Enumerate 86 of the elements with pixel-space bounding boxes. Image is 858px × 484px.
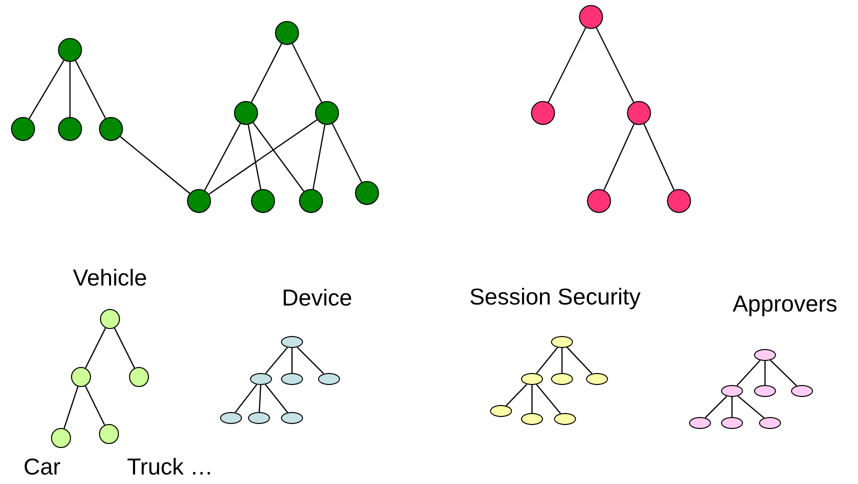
tree-node-circle: [71, 367, 91, 387]
connector-line: [312, 124, 326, 190]
tree-node-ellipse: [318, 373, 340, 385]
category-label: Truck …: [126, 456, 214, 478]
tree-node-circle: [355, 181, 379, 205]
tree-node-ellipse: [791, 385, 813, 397]
connector-line: [770, 360, 798, 386]
connector-line: [561, 348, 563, 373]
tree-node-ellipse: [220, 412, 242, 424]
connector-line: [536, 347, 558, 374]
tree-node-circle: [667, 189, 691, 213]
tree-node-ellipse: [551, 373, 573, 385]
tree-node-circle: [99, 117, 123, 141]
tree-node-circle: [234, 101, 258, 125]
category-label: Device: [282, 286, 352, 310]
connector-line: [258, 384, 262, 412]
tree-node-circle: [315, 101, 339, 125]
tree-node-circle: [11, 117, 35, 141]
connector-line: [643, 124, 675, 190]
connector-line: [252, 122, 304, 192]
connector-line: [566, 346, 592, 374]
connector-line: [736, 360, 761, 386]
tree-node-circle: [100, 309, 120, 329]
connector-line: [248, 124, 262, 190]
connector-line: [548, 27, 586, 103]
connector-line: [603, 124, 635, 190]
category-label: Vehicle: [72, 266, 148, 290]
connector-line: [28, 60, 64, 119]
connector-line: [332, 123, 362, 183]
connector-line: [120, 136, 190, 194]
connector-line: [204, 123, 241, 191]
tree-node-ellipse: [586, 373, 608, 385]
tree-node-ellipse: [521, 373, 543, 385]
tree-node-ellipse: [281, 373, 303, 385]
tree-node-circle: [187, 189, 211, 213]
connector-line: [84, 328, 106, 368]
tree-node-ellipse: [554, 413, 576, 425]
connector-line: [114, 328, 136, 368]
tree-node-ellipse: [754, 385, 776, 397]
connector-line: [764, 361, 766, 385]
tree-node-circle: [129, 367, 149, 387]
connector-line: [69, 62, 71, 117]
tree-node-ellipse: [689, 417, 711, 429]
connector-line: [250, 43, 282, 103]
tree-node-circle: [531, 101, 555, 125]
connector-line: [536, 384, 561, 414]
connector-line: [75, 60, 106, 119]
tree-node-ellipse: [551, 336, 573, 348]
tree-node-circle: [587, 189, 611, 213]
tree-node-ellipse: [250, 373, 272, 385]
category-label: Session Security: [469, 286, 641, 308]
tree-node-ellipse: [759, 417, 781, 429]
connector-line: [531, 385, 533, 413]
connector-line: [596, 27, 634, 103]
tree-node-ellipse: [281, 336, 303, 348]
tree-node-ellipse: [490, 405, 512, 417]
connector-line: [84, 386, 106, 426]
tree-node-ellipse: [754, 349, 776, 361]
connector-line: [731, 397, 733, 417]
category-label: Approvers: [732, 292, 838, 316]
connector-line: [264, 384, 288, 413]
connector-line: [506, 384, 528, 406]
tree-node-circle: [275, 21, 299, 45]
tree-node-ellipse: [721, 385, 743, 397]
tree-node-circle: [99, 424, 119, 444]
connector-line: [704, 396, 728, 418]
connector-line: [292, 43, 322, 103]
connector-line: [208, 119, 318, 195]
connector-line: [64, 386, 78, 429]
connector-line: [296, 346, 324, 374]
tree-node-ellipse: [721, 417, 743, 429]
tree-node-circle: [627, 101, 651, 125]
tree-node-circle: [579, 5, 603, 29]
tree-node-circle: [58, 117, 82, 141]
connector-line: [265, 347, 288, 374]
connector-line: [738, 396, 764, 418]
tree-node-circle: [51, 428, 71, 448]
tree-node-circle: [251, 189, 275, 213]
tree-node-circle: [58, 38, 82, 62]
tree-node-ellipse: [521, 413, 543, 425]
connector-line: [234, 384, 258, 413]
category-label: Car: [23, 456, 61, 478]
tree-node-ellipse: [281, 412, 303, 424]
tree-node-circle: [299, 189, 323, 213]
connector-line: [291, 348, 293, 373]
tree-node-ellipse: [248, 412, 270, 424]
